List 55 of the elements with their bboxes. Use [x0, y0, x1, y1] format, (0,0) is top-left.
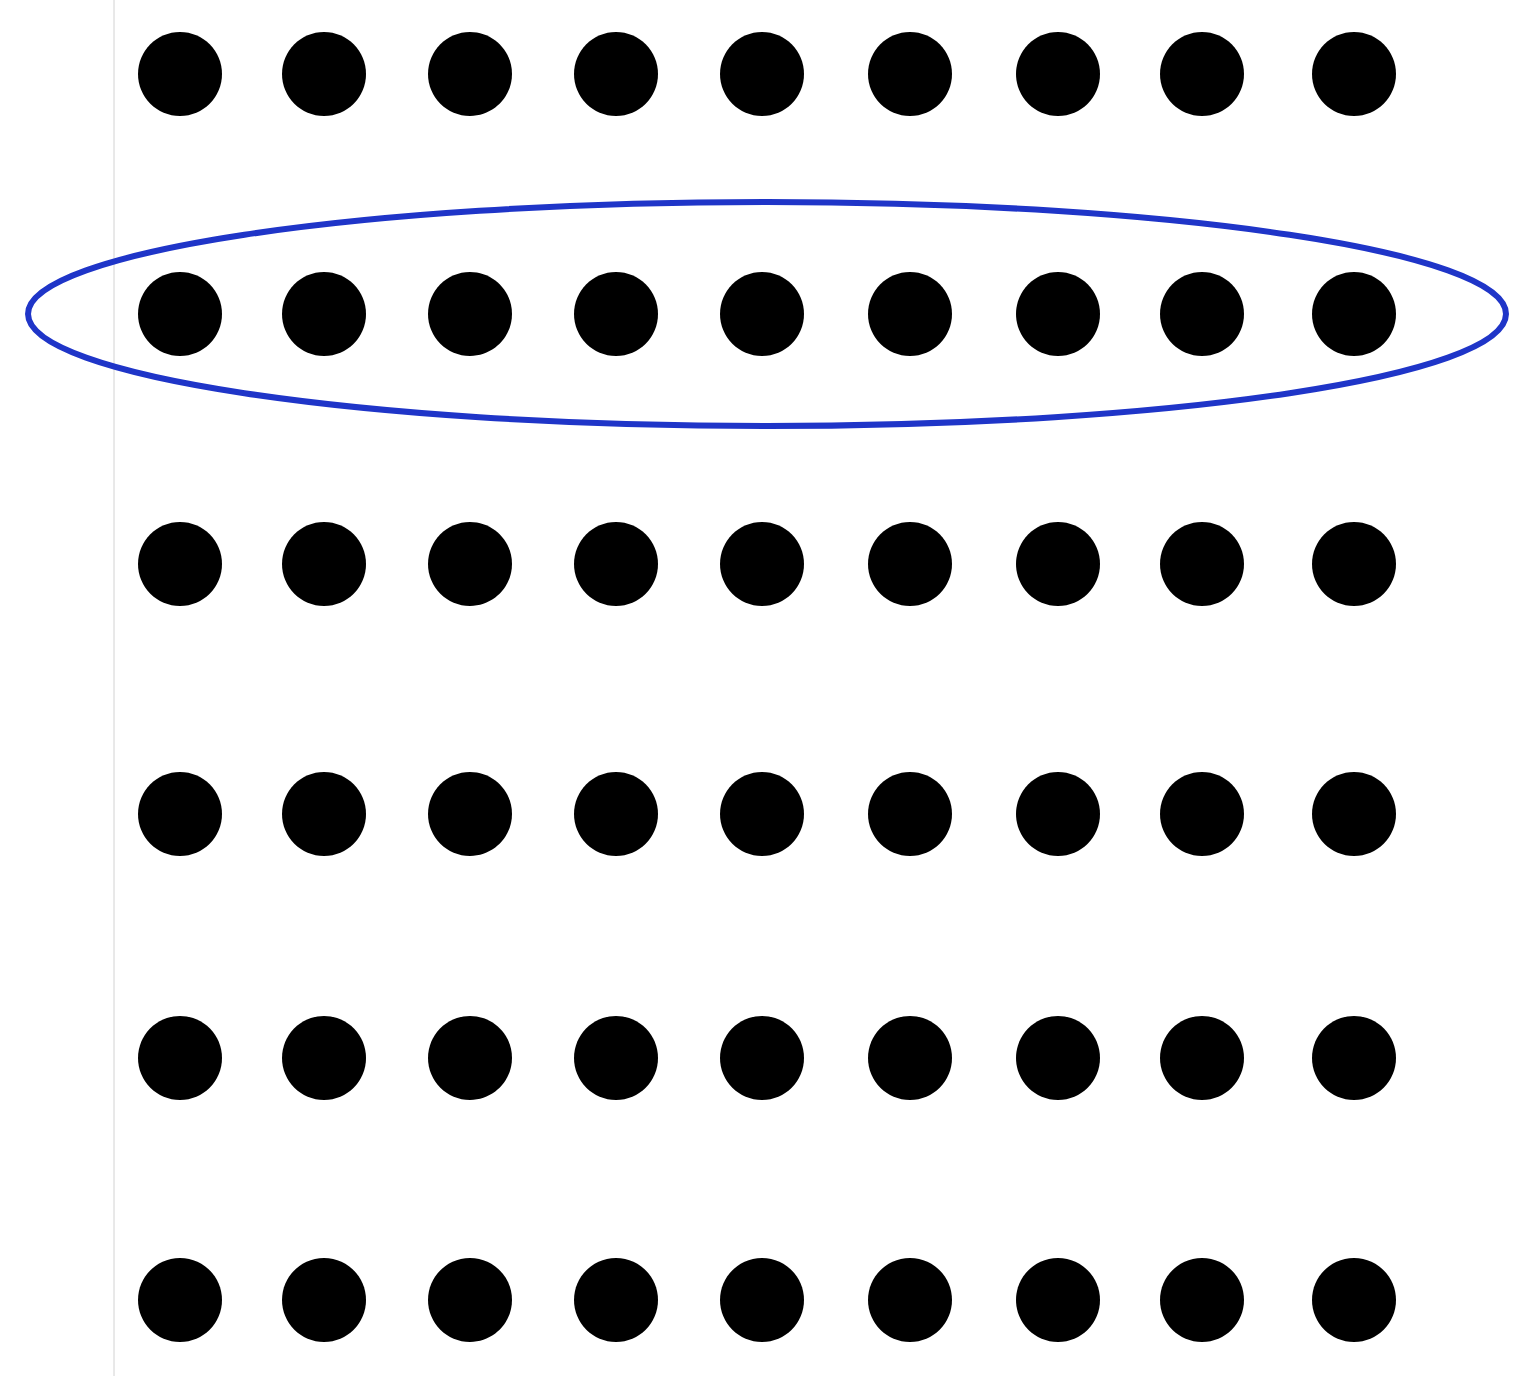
- dot: [868, 272, 952, 356]
- dot: [574, 772, 658, 856]
- dot: [720, 272, 804, 356]
- dot: [868, 522, 952, 606]
- dot: [574, 1016, 658, 1100]
- dot: [428, 272, 512, 356]
- dot: [720, 522, 804, 606]
- dot: [720, 772, 804, 856]
- dot: [868, 772, 952, 856]
- dot: [138, 1016, 222, 1100]
- dot: [1160, 1016, 1244, 1100]
- dot: [720, 32, 804, 116]
- dot: [1016, 32, 1100, 116]
- dot: [282, 772, 366, 856]
- dot: [1160, 1258, 1244, 1342]
- dot: [1016, 522, 1100, 606]
- dot: [574, 522, 658, 606]
- dot: [282, 1258, 366, 1342]
- dot: [720, 1258, 804, 1342]
- dot: [1160, 272, 1244, 356]
- dot: [1016, 272, 1100, 356]
- dot: [138, 772, 222, 856]
- dot: [282, 1016, 366, 1100]
- dot: [1312, 1016, 1396, 1100]
- dot: [1160, 522, 1244, 606]
- dot: [428, 32, 512, 116]
- dot: [1312, 1258, 1396, 1342]
- dot: [1312, 32, 1396, 116]
- dot: [428, 1258, 512, 1342]
- dot: [138, 1258, 222, 1342]
- dot: [574, 1258, 658, 1342]
- dot: [868, 32, 952, 116]
- dot: [428, 1016, 512, 1100]
- dot: [138, 272, 222, 356]
- dot: [1312, 772, 1396, 856]
- dot: [428, 772, 512, 856]
- dot: [1016, 772, 1100, 856]
- dot: [720, 1016, 804, 1100]
- dot: [138, 32, 222, 116]
- dot: [1312, 272, 1396, 356]
- dot: [574, 272, 658, 356]
- dot: [574, 32, 658, 116]
- dot: [1160, 32, 1244, 116]
- dot: [868, 1016, 952, 1100]
- dot: [1016, 1016, 1100, 1100]
- dot: [868, 1258, 952, 1342]
- dot: [1016, 1258, 1100, 1342]
- dot: [428, 522, 512, 606]
- dot: [282, 272, 366, 356]
- dot: [1312, 522, 1396, 606]
- ellipse-outline: [25, 199, 1509, 429]
- dot: [138, 522, 222, 606]
- dot: [282, 32, 366, 116]
- dot: [1160, 772, 1244, 856]
- dot: [282, 522, 366, 606]
